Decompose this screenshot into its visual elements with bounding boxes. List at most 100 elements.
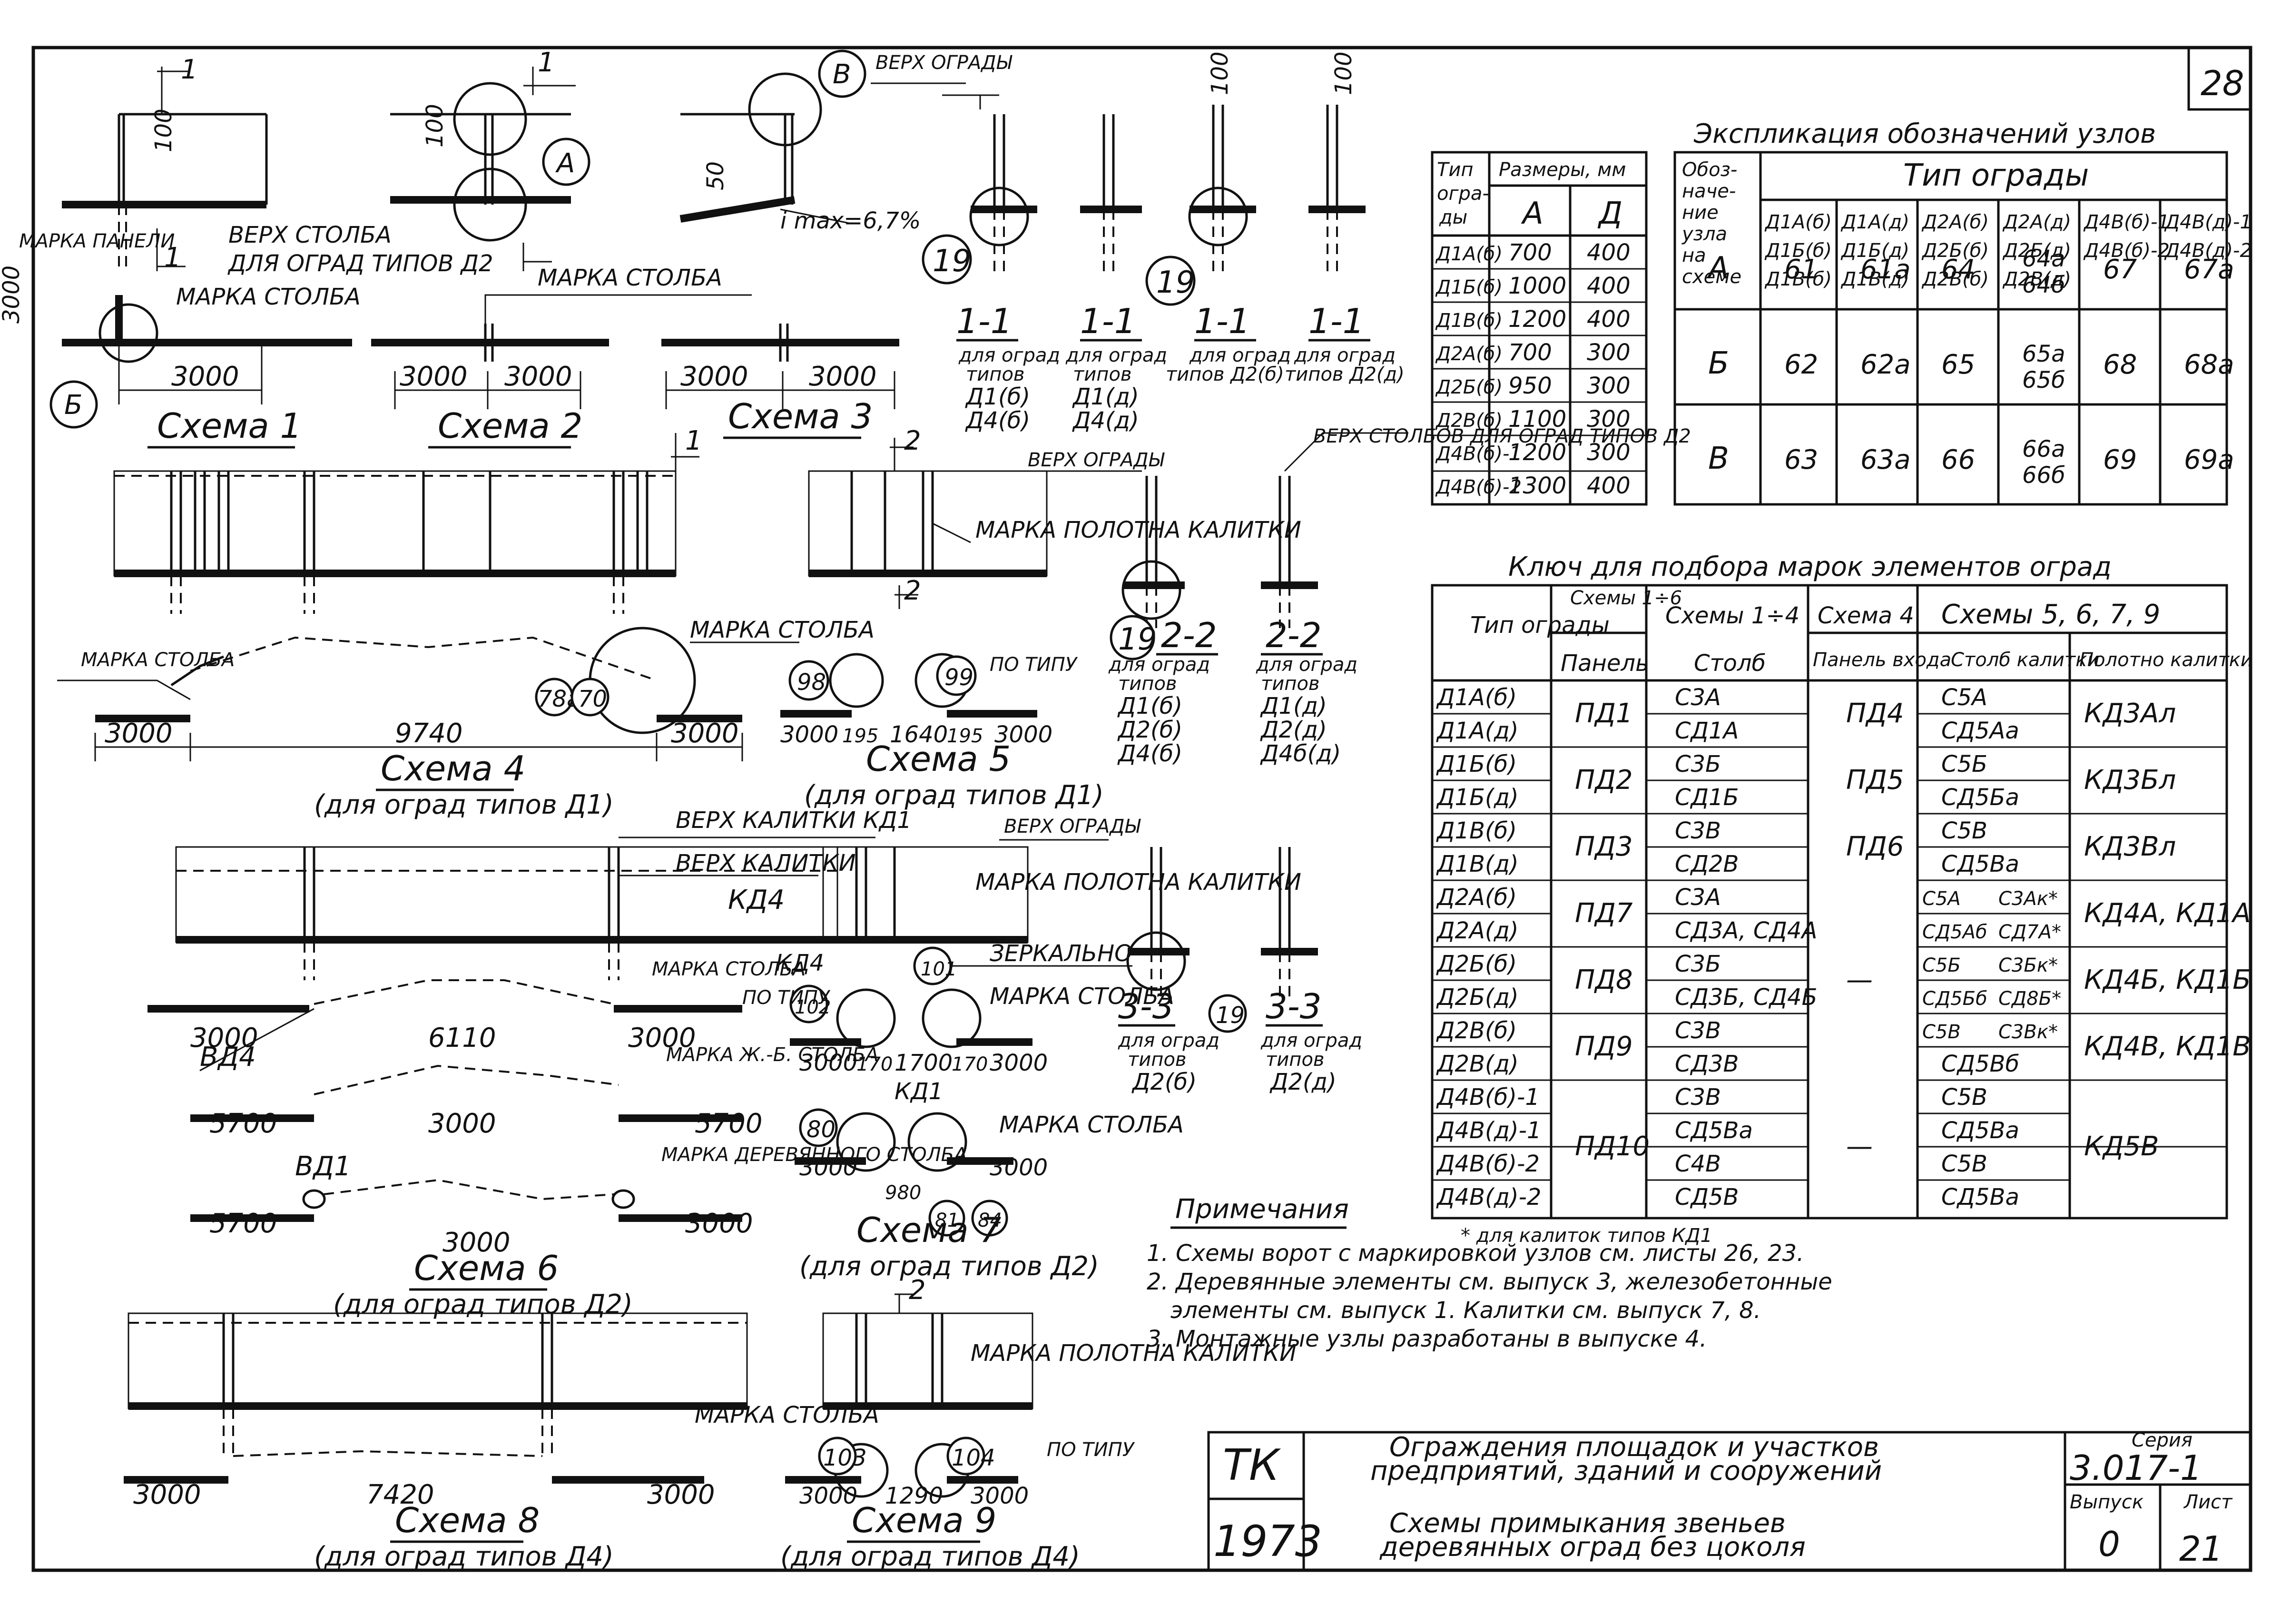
svg-text:100: 100: [1330, 51, 1357, 95]
gate-post-cell: СД8Б*: [1998, 988, 2061, 1010]
svg-text:Панель: Панель: [1561, 650, 1649, 677]
svg-text:А: А: [555, 148, 575, 179]
svg-text:для оград: для оград: [958, 344, 1060, 366]
scheme-6-title: Схема 6: [414, 1248, 559, 1288]
node-code-cell: 69а: [2184, 444, 2234, 475]
svg-text:2-2: 2-2: [1161, 615, 1217, 655]
svg-text:ВЕРХ ОГРАДЫ: ВЕРХ ОГРАДЫ: [1028, 449, 1165, 471]
svg-text:МАРКА СТОЛБА: МАРКА СТОЛБА: [690, 617, 875, 643]
size-a-cell: 1100: [1508, 406, 1566, 433]
corner-header: на: [1682, 245, 1706, 266]
svg-text:ВЕРХ КАЛИТКИ КД1: ВЕРХ КАЛИТКИ КД1: [676, 807, 912, 834]
panel-cell: ПД2: [1575, 765, 1633, 796]
svg-text:3000: 3000: [799, 1154, 857, 1181]
type-header: Д2Б(б): [1921, 240, 1989, 262]
svg-text:Столб калитки: Столб калитки: [1951, 649, 2099, 671]
svg-text:3000: 3000: [647, 1479, 715, 1510]
type-header: Д1Б(б): [1764, 240, 1832, 262]
svg-text:99: 99: [944, 664, 973, 691]
svg-text:3000: 3000: [504, 361, 572, 392]
svg-text:1973: 1973: [1213, 1516, 1322, 1566]
size-d-cell: 400: [1587, 472, 1631, 499]
svg-text:ВЕРХ СТОЛБА: ВЕРХ СТОЛБА: [228, 222, 392, 248]
svg-text:3000: 3000: [428, 1108, 496, 1139]
svg-text:ПО ТИПУ: ПО ТИПУ: [990, 654, 1078, 676]
svg-text:170: 170: [856, 1053, 893, 1075]
post-cell: СД1Б: [1675, 784, 1739, 811]
scheme-3-title: Схема 3: [728, 396, 873, 436]
fence-type-cell: Д2А(д): [1436, 917, 1519, 944]
fence-type-cell: Д1Б(б): [1436, 751, 1517, 778]
svg-text:19: 19: [1156, 265, 1195, 300]
scheme-8-title: Схема 8: [395, 1500, 540, 1540]
post-cell: С4В: [1675, 1151, 1721, 1177]
svg-text:огра-: огра-: [1437, 183, 1489, 205]
fence-type-cell: Д1Б(д): [1436, 784, 1519, 811]
svg-text:101: 101: [921, 958, 957, 980]
svg-text:3000: 3000: [685, 1208, 753, 1239]
svg-text:3000: 3000: [628, 1023, 696, 1053]
svg-text:102: 102: [795, 996, 831, 1018]
svg-text:Д2(д): Д2(д): [1260, 717, 1327, 743]
gate-post-cell: С5В: [1922, 1021, 1961, 1043]
svg-text:195: 195: [947, 725, 983, 747]
sheet-frame: [31, 46, 2252, 1572]
svg-text:(для оград типов Д2): (для оград типов Д2): [333, 1289, 633, 1320]
scheme-5-title: Схема 5: [866, 739, 1011, 779]
svg-text:Д1(д): Д1(д): [1260, 693, 1327, 719]
svg-text:84: 84: [978, 1210, 1002, 1231]
gate-post-cell: СД5Аб: [1922, 921, 1987, 943]
svg-text:ВЕРХ КАЛИТКИ: ВЕРХ КАЛИТКИ: [676, 850, 856, 876]
type-header: Д4В(д)-1: [2164, 211, 2252, 233]
gate-post-cell: С5Б: [1922, 955, 1961, 976]
node-code-cell: 62: [1784, 349, 1818, 380]
fence-type-cell: Д1А(д): [1436, 718, 1519, 744]
size-a-cell: 700: [1508, 239, 1552, 266]
size-d-cell: 400: [1587, 306, 1631, 333]
svg-text:для оград: для оград: [1189, 344, 1291, 366]
svg-text:ды: ды: [1439, 207, 1467, 228]
gate-post-cell: С5В: [1941, 1151, 1987, 1177]
svg-text:Схемы 5, 6, 7, 9: Схемы 5, 6, 7, 9: [1941, 599, 2160, 630]
size-a-cell: 950: [1508, 373, 1552, 399]
svg-text:для оград: для оград: [1256, 654, 1357, 676]
corner-header: схеме: [1682, 266, 1741, 288]
scheme-5: 2 2 МАРКА ПОЛОТНА КАЛИТКИ 98 99 ПО ТИПУ …: [780, 425, 1301, 811]
scheme-2-title: Схема 2: [438, 406, 582, 446]
type-header: Д2В(д): [2002, 268, 2071, 290]
size-d-cell: 300: [1587, 406, 1631, 433]
scheme-6: ВЕРХ КАЛИТКИ КД1 ВЕРХ КАЛИТКИ КД4 МАРКА …: [147, 807, 967, 1320]
post-cell: С3Б: [1675, 751, 1721, 778]
fence-type-cell: Д2В(б): [1436, 1017, 1517, 1044]
svg-text:Серия: Серия: [2132, 1429, 2193, 1451]
svg-text:Схемы 1÷6: Схемы 1÷6: [1570, 587, 1682, 609]
type-header: Д4В(д)-2: [2164, 240, 2252, 262]
gate-leaf-cell: КД4А, КД1А: [2084, 898, 2251, 929]
fence-type-cell: Д4В(б)-2: [1436, 1151, 1540, 1177]
post-cell: С3А: [1675, 884, 1721, 911]
svg-text:Д2(б): Д2(б): [1131, 1069, 1197, 1095]
size-d-cell: 300: [1587, 373, 1631, 399]
panel-cell: ПД9: [1575, 1031, 1633, 1062]
svg-text:80: 80: [806, 1116, 836, 1143]
svg-text:МАРКА СТОЛБА: МАРКА СТОЛБА: [999, 1112, 1184, 1138]
svg-text:3000: 3000: [799, 1050, 857, 1076]
svg-text:3000: 3000: [400, 361, 468, 392]
node-code-cell: 66а: [2022, 436, 2065, 463]
type-header: Д1А(б): [1764, 211, 1832, 233]
scheme-4-title: Схема 4: [381, 748, 525, 788]
svg-text:Д1(б): Д1(б): [1117, 693, 1182, 719]
fence-type-cell: Д1В(д): [1436, 851, 1519, 877]
node-code-cell: 68: [2103, 349, 2137, 380]
gate-post-cell: С5Б: [1941, 751, 1987, 778]
svg-text:19: 19: [1216, 1002, 1245, 1029]
svg-text:98: 98: [797, 669, 826, 696]
key-table: Ключ для подбора марок элементов оград Т…: [1431, 551, 2253, 1247]
gate-leaf-cell: КД3Бл: [2084, 765, 2176, 796]
svg-text:МАРКА СТОЛБА: МАРКА СТОЛБА: [538, 265, 722, 291]
node-code-cell: 63: [1784, 444, 1818, 475]
svg-text:ДЛЯ ОГРАД ТИПОВ Д2: ДЛЯ ОГРАД ТИПОВ Д2: [227, 250, 493, 277]
fence-type-cell: Д4В(б)-1: [1435, 443, 1522, 465]
svg-text:типов Д2(д): типов Д2(д): [1285, 364, 1405, 385]
explication-table: Экспликация обозначений узлов Тип ограды: [1673, 118, 2228, 506]
